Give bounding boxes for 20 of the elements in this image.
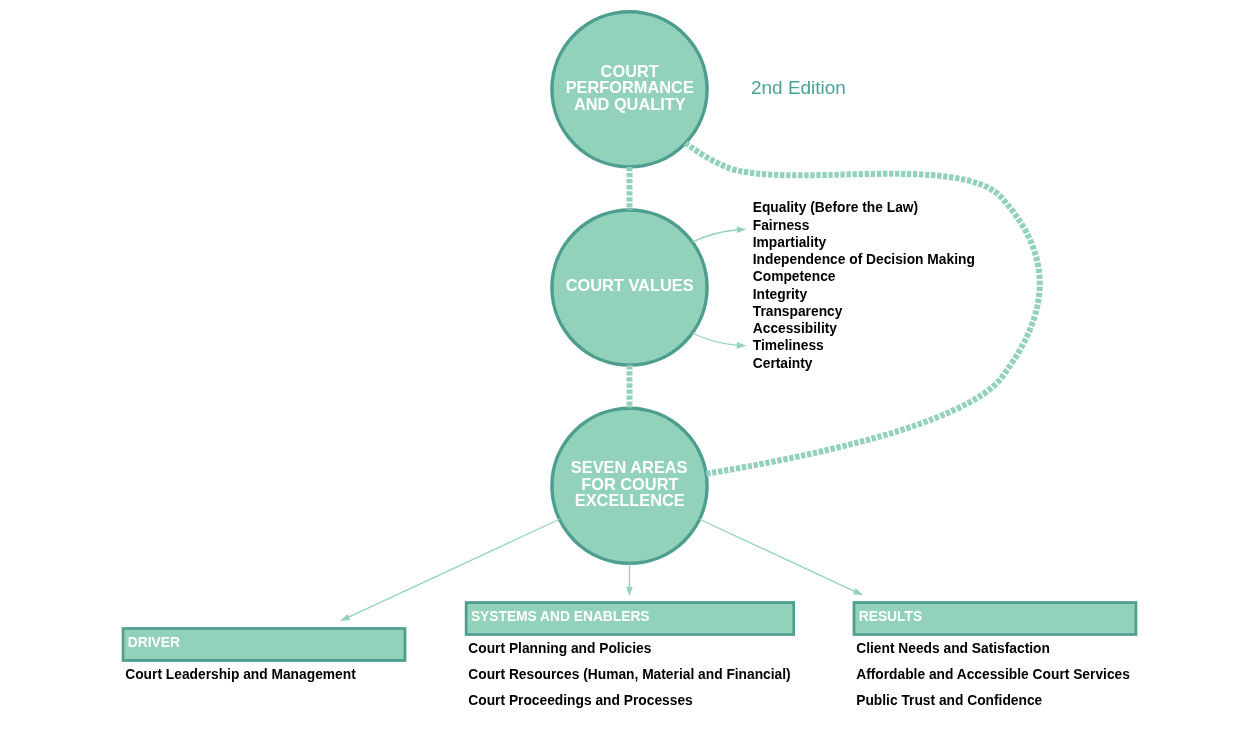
connector [626,365,632,409]
arrow [339,518,560,622]
connector [683,140,1043,477]
node-text: Equality (Before the Law) Fairness Impartiality Independence of Decision Making Competence Integrity Transparency Accessibility Timeliness Certainty [752,200,975,371]
arrow [691,332,746,349]
node-label: Public Trust and Confidence [855,692,1042,708]
arrow [698,518,863,596]
node-label: Client Needs and Satisfaction [855,640,1050,656]
node-circle: SEVEN AREAS FOR COURT EXCELLENCE [549,406,709,566]
node-label: Court Resources (Human, Material and Financial) [467,666,791,682]
connector [626,167,632,210]
arrow [691,226,746,243]
node-label: Court Leadership and Management [124,666,356,682]
arrow [625,563,633,597]
label: 2nd Edition [750,77,846,99]
node-circle: COURT VALUES [549,208,709,367]
node-label: Court Proceedings and Processes [467,692,693,708]
node-label: Court Planning and Policies [467,640,651,656]
node-circle: COURT PERFORMANCE AND QUALITY [549,10,709,169]
node-label: Affordable and Accessible Court Services [855,666,1130,682]
